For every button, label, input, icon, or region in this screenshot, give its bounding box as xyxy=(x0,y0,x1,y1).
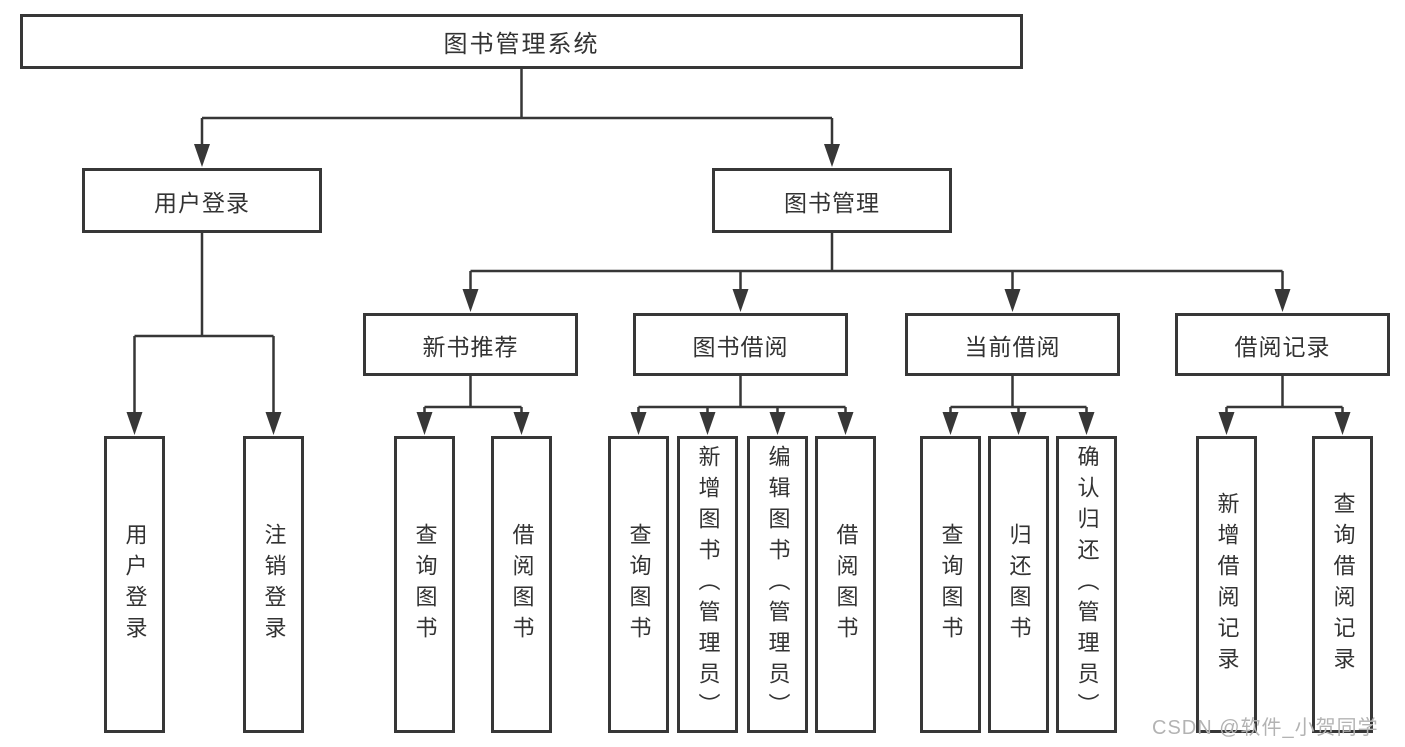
node-current-borrowing-label: 当前借阅 xyxy=(964,333,1061,360)
arrowheads xyxy=(126,144,1351,435)
node-new-book-recommend: 新书推荐 xyxy=(363,313,578,376)
leaf-newbooks-borrow-books: 借阅图书 xyxy=(491,436,552,733)
leaf-newbooks-borrow-books-label: 借阅图书 xyxy=(509,522,535,647)
node-user-login: 用户登录 xyxy=(82,168,322,233)
node-book-management-label: 图书管理 xyxy=(784,189,880,216)
node-user-login-label: 用户登录 xyxy=(154,189,250,216)
leaf-borrowing-borrow-books-label: 借阅图书 xyxy=(833,522,859,647)
node-book-management: 图书管理 xyxy=(712,168,952,233)
leaf-user-login-label: 用户登录 xyxy=(122,522,148,647)
leaf-add-book-admin: 新增图书（管理员） xyxy=(677,436,738,733)
leaf-query-borrow-record: 查询借阅记录 xyxy=(1312,436,1373,733)
leaf-current-query-books-label: 查询图书 xyxy=(938,522,964,647)
leaf-borrowing-query-books: 查询图书 xyxy=(608,436,669,733)
node-library-system-label: 图书管理系统 xyxy=(443,31,600,58)
node-borrowing-records-label: 借阅记录 xyxy=(1234,333,1331,360)
leaf-add-borrow-record: 新增借阅记录 xyxy=(1196,436,1257,733)
node-book-borrowing-label: 图书借阅 xyxy=(692,333,789,360)
leaf-return-books-label: 归还图书 xyxy=(1006,522,1032,647)
leaf-add-book-admin-label: 新增图书（管理员） xyxy=(695,445,721,724)
node-new-book-recommend-label: 新书推荐 xyxy=(422,333,519,360)
leaf-logout-label: 注销登录 xyxy=(261,522,287,647)
leaf-return-books: 归还图书 xyxy=(988,436,1049,733)
leaf-edit-book-admin-label: 编辑图书（管理员） xyxy=(765,445,791,724)
leaf-newbooks-query-books: 查询图书 xyxy=(394,436,455,733)
node-book-borrowing: 图书借阅 xyxy=(633,313,848,376)
node-current-borrowing: 当前借阅 xyxy=(905,313,1120,376)
leaf-confirm-return-admin: 确认归还（管理员） xyxy=(1056,436,1117,733)
leaf-newbooks-query-books-label: 查询图书 xyxy=(412,522,438,647)
leaf-edit-book-admin: 编辑图书（管理员） xyxy=(747,436,808,733)
leaf-user-login: 用户登录 xyxy=(104,436,165,733)
leaf-confirm-return-admin-label: 确认归还（管理员） xyxy=(1074,445,1100,724)
watermark: CSDN @软件_小贺同学 xyxy=(1152,717,1379,739)
leaf-current-query-books: 查询图书 xyxy=(920,436,981,733)
leaf-logout: 注销登录 xyxy=(243,436,304,733)
node-borrowing-records: 借阅记录 xyxy=(1175,313,1390,376)
leaf-add-borrow-record-label: 新增借阅记录 xyxy=(1214,491,1240,678)
leaf-query-borrow-record-label: 查询借阅记录 xyxy=(1330,491,1356,678)
node-library-system: 图书管理系统 xyxy=(20,14,1023,69)
leaf-borrowing-borrow-books: 借阅图书 xyxy=(815,436,876,733)
leaf-borrowing-query-books-label: 查询图书 xyxy=(626,522,652,647)
